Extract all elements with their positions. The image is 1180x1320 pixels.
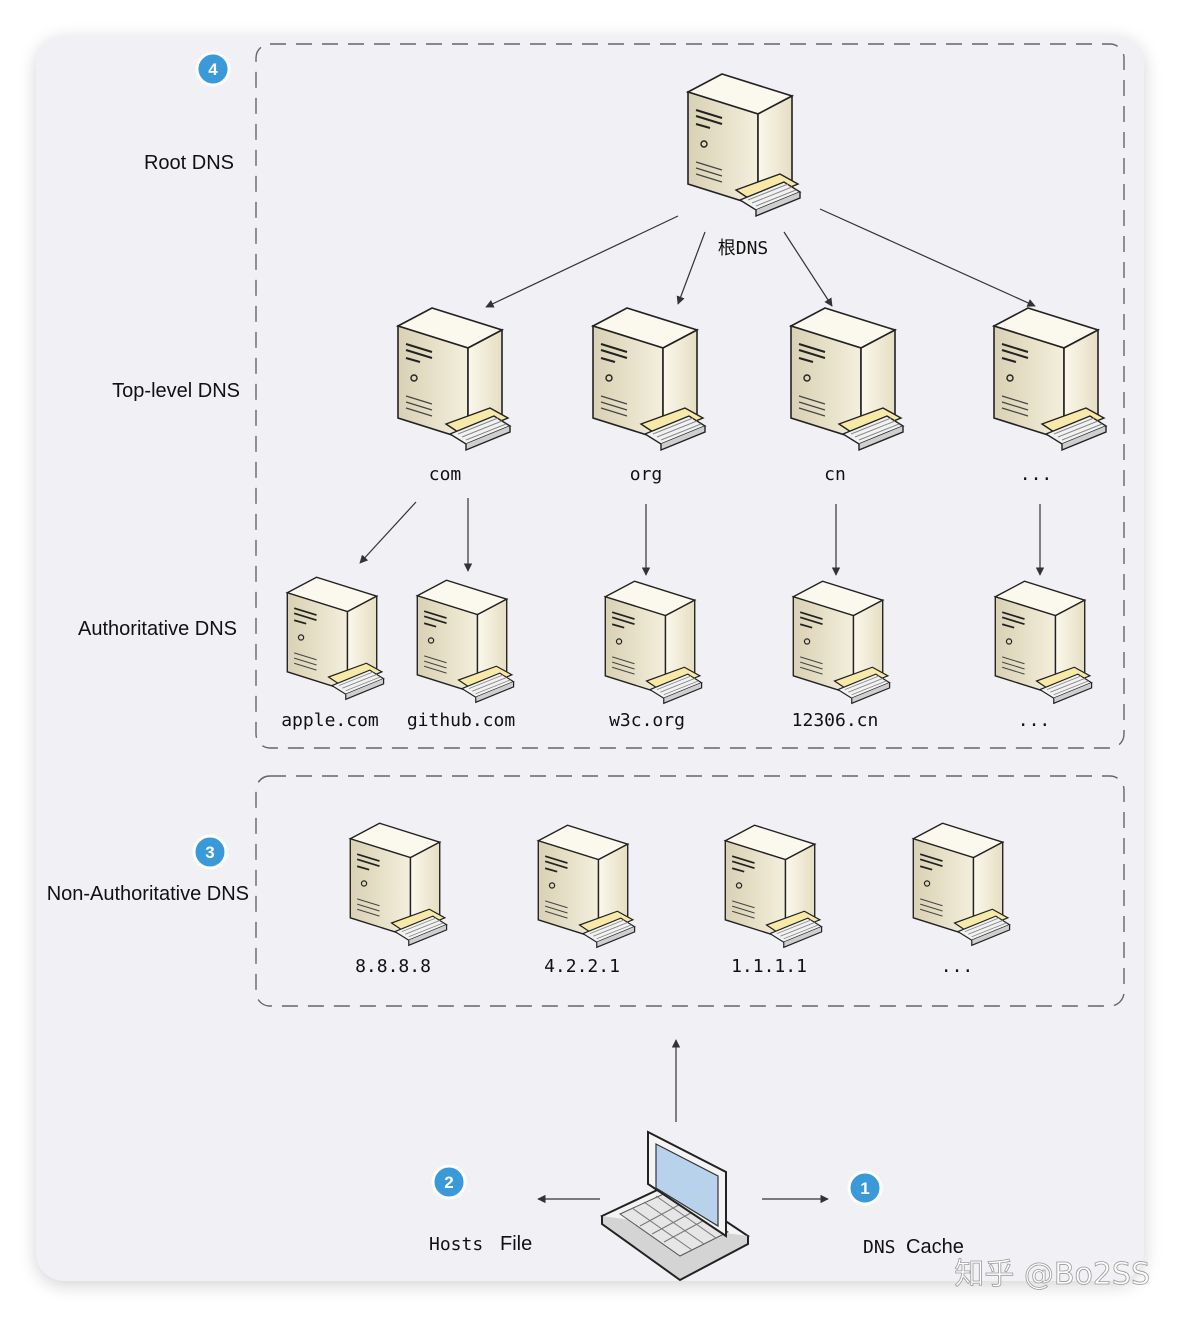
arrow-com-to-apple (359, 501, 417, 564)
auth-server-apple-icon (286, 576, 385, 701)
resolver-label: 4.2.2.1 (544, 956, 620, 977)
svg-text:4: 4 (208, 60, 218, 79)
arrow-root-to-org (676, 231, 706, 305)
resolver-label: ... (941, 956, 974, 977)
tld-label: org (630, 464, 663, 485)
dns-cache-label-part2: Cache (906, 1236, 964, 1258)
svg-text:3: 3 (205, 843, 214, 862)
auth-server-12306-icon (792, 580, 891, 705)
tld-server-org-icon (592, 307, 706, 451)
step-badge-1: 1 (847, 1170, 883, 1206)
hosts-file-label-part2: File (500, 1233, 532, 1255)
auth-server-github-icon (416, 579, 515, 704)
svg-text:1: 1 (860, 1179, 869, 1198)
tld-label: cn (824, 464, 846, 485)
resolver-server-other-icon (912, 822, 1011, 947)
root-dns-server-icon (687, 73, 801, 217)
resolver-server-google-icon (349, 822, 448, 947)
auth-label: apple.com (281, 710, 379, 731)
hosts-file-label-part1: Hosts (429, 1234, 483, 1255)
resolver-label: 1.1.1.1 (731, 956, 807, 977)
tld-server-cn-icon (790, 307, 904, 451)
step-badge-2: 2 (431, 1164, 467, 1200)
resolver-server-level3-icon (537, 824, 636, 949)
tld-label: com (429, 464, 462, 485)
tld-server-com-icon (397, 307, 511, 451)
resolver-box (255, 775, 1125, 1007)
step-badge-3: 3 (192, 834, 228, 870)
auth-server-w3c-icon (604, 580, 703, 705)
level-label-non-authoritative: Non-Authoritative DNS (47, 883, 249, 905)
resolver-server-cloudflare-icon (724, 824, 823, 949)
auth-label: ... (1018, 710, 1051, 731)
laptop-icon (600, 1130, 750, 1282)
dns-cache-label-part1: DNS (863, 1237, 896, 1258)
diagram-card (36, 36, 1144, 1281)
step-badge-4: 4 (195, 51, 231, 87)
auth-label: w3c.org (609, 710, 685, 731)
level-label-authoritative: Authoritative DNS (78, 618, 237, 640)
arrow-root-to-other (819, 208, 1036, 307)
tld-server-other-icon (993, 307, 1107, 451)
arrow-root-to-com (485, 215, 679, 308)
auth-label: 12306.cn (792, 710, 879, 731)
authoritative-hierarchy-box (255, 43, 1125, 749)
resolver-label: 8.8.8.8 (355, 956, 431, 977)
watermark: 知乎 @Bo2SS (954, 1257, 1150, 1292)
arrow-root-to-cn (783, 231, 833, 307)
tld-label: ... (1020, 464, 1053, 485)
level-label-root: Root DNS (144, 152, 234, 174)
auth-label: github.com (407, 710, 515, 731)
root-dns-label: 根DNS (718, 238, 769, 259)
svg-text:2: 2 (444, 1173, 453, 1192)
auth-server-other-icon (994, 580, 1093, 705)
level-label-top-level: Top-level DNS (112, 380, 240, 402)
